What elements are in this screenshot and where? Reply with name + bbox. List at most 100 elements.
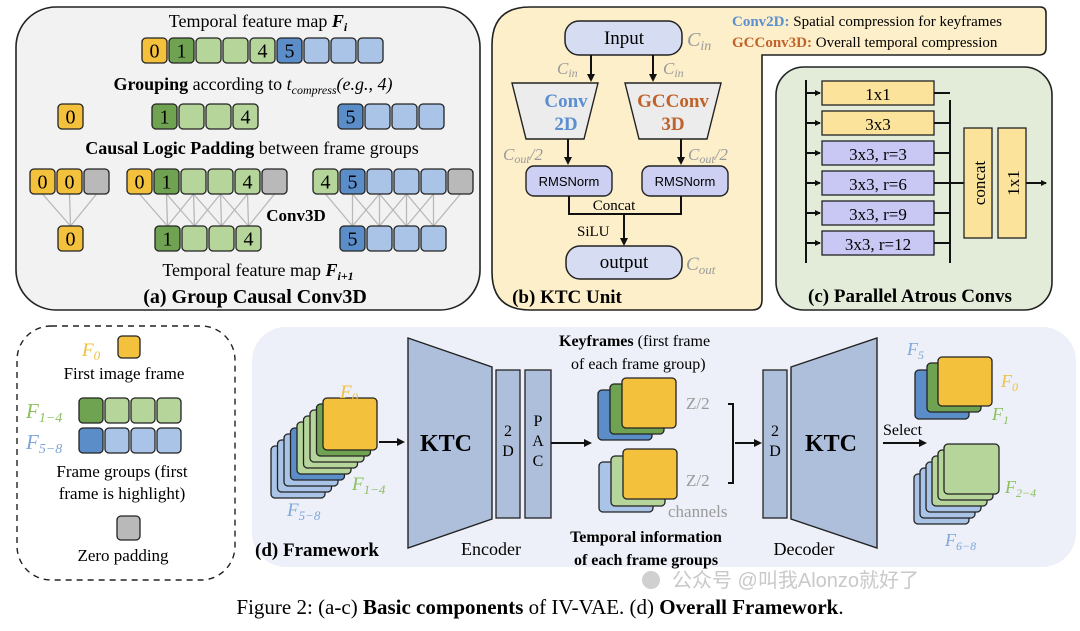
input-frame-cell [168, 37, 195, 64]
atrous-branch-label: 3x3, r=3 [849, 145, 907, 164]
watermark: 公众号 @叫我Alonzo就好了 [672, 569, 919, 592]
c-out-label: Cout [686, 254, 716, 277]
key-f0-label: F0 [81, 340, 101, 363]
key-green-group [78, 397, 182, 424]
c-out-half-left: Cout/2 [503, 145, 543, 166]
decoder-2d-block [762, 369, 788, 519]
input-node [564, 20, 683, 56]
pac-l1: P [534, 413, 543, 430]
output-frame-cell [181, 225, 208, 252]
output-group-frame [943, 443, 1000, 495]
z-half-top: Z/2 [686, 394, 710, 413]
grouped-frame-cell [151, 103, 178, 130]
frame-index: 4 [244, 229, 254, 251]
key-blue-group [78, 427, 182, 454]
out-f24-label: F2−4 [1004, 477, 1036, 500]
legend-gcconv: GCConv3D: Overall temporal compression [732, 35, 998, 51]
frame-index: 5 [285, 41, 295, 63]
frame-index: 0 [66, 229, 76, 251]
key-first-frame-swatch [117, 335, 141, 359]
output-frame-cell [235, 225, 262, 252]
decoder-label: Decoder [774, 539, 835, 559]
encoder-2d-l2: D [502, 443, 514, 460]
padded-frame-cell [420, 168, 447, 195]
temporal-latent [622, 448, 678, 500]
grouped-frame-cell [205, 103, 232, 130]
rmsnorm-right [641, 165, 729, 197]
atrous-branch-label: 3x3 [865, 115, 891, 134]
kernel-line [42, 193, 71, 227]
padded-frame-cell [180, 168, 207, 195]
decoder-2d-l1: 2 [771, 423, 779, 440]
key-first-image: First image frame [64, 364, 185, 383]
key-f58-label: F5−8 [25, 430, 62, 457]
panel-c-title: (c) Parallel Atrous Convs [808, 286, 1012, 307]
frame-index: 4 [243, 172, 253, 194]
in-f0-label: F0 [339, 382, 359, 405]
key-zero-swatch [116, 515, 141, 541]
padded-frame-cell [393, 168, 420, 195]
encoder-label: Encoder [461, 539, 521, 559]
output-frame-cell [57, 225, 84, 252]
frame-index: 0 [135, 172, 145, 194]
in-f58-label: F5−8 [286, 500, 321, 523]
panel-a-top-label: Temporal feature map Fi [169, 11, 348, 34]
frame-index: 1 [160, 107, 170, 129]
kernel-line [220, 193, 249, 227]
output-stacks [913, 356, 1000, 525]
frame-index: 1 [162, 172, 172, 194]
key-blue-swatch [104, 427, 130, 454]
decoder-ktc-label: KTC [805, 431, 857, 457]
padded-frame-cell [56, 168, 83, 195]
kernel-line [433, 193, 461, 227]
keyframe-latent [621, 377, 677, 429]
out-f5-label: F5 [906, 339, 924, 362]
atrous-branch-block [821, 170, 935, 196]
input-frame-cell [141, 37, 168, 64]
c-in-label: Cin [687, 29, 711, 54]
kernel-line [69, 193, 98, 227]
wechat-icon [642, 571, 660, 589]
frame-index: 5 [348, 172, 358, 194]
output-frame-cell [208, 225, 235, 252]
padded-frame-cell [83, 168, 110, 195]
input-frame-cell [222, 37, 249, 64]
padded-frame-cell [126, 168, 153, 195]
output-frame-cell [154, 225, 181, 252]
key-groups-line1: Frame groups (first [56, 462, 188, 481]
in-f14-label: F1−4 [351, 474, 386, 497]
gcconv-label-1: GCConv [637, 91, 709, 112]
temporal-info-line2: of each frame groups [574, 552, 718, 569]
keyframes-line1: Keyframes (first frame [559, 333, 710, 350]
input-frame-stack [270, 397, 378, 499]
panel-b: Input Cin Cin Cin Conv 2D GCConv 3D Cout… [491, 6, 1047, 311]
kernel-line [165, 193, 169, 227]
key-green-swatch [104, 397, 130, 424]
select-label: Select [883, 422, 923, 439]
concat-label: Concat [593, 198, 636, 214]
key-zero-padding: Zero padding [77, 546, 169, 565]
frame-index: 0 [150, 41, 160, 63]
output-frame-cell [366, 225, 393, 252]
input-frame-cell [195, 37, 222, 64]
padding-label: Causal Logic Padding between frame group… [85, 138, 418, 158]
conv3d-label: Conv3D [266, 206, 326, 225]
grouped-frame-cell [178, 103, 205, 130]
conv2d-block [511, 82, 599, 140]
panel-a-title: (a) Group Causal Conv3D [143, 286, 367, 308]
kernel-line [352, 193, 380, 227]
key-frame [16, 325, 236, 581]
frame-index: 4 [321, 172, 331, 194]
concat-block [963, 127, 993, 239]
kernel-line [139, 193, 168, 227]
input-label: Input [604, 28, 645, 49]
final-1x1-label: 1x1 [1004, 170, 1023, 196]
encoder-2d-l1: 2 [504, 423, 512, 440]
atrous-branch-label: 3x3, r=12 [845, 235, 911, 254]
legend-box: Conv2D: Spatial compression for keyframe… [732, 14, 1002, 51]
